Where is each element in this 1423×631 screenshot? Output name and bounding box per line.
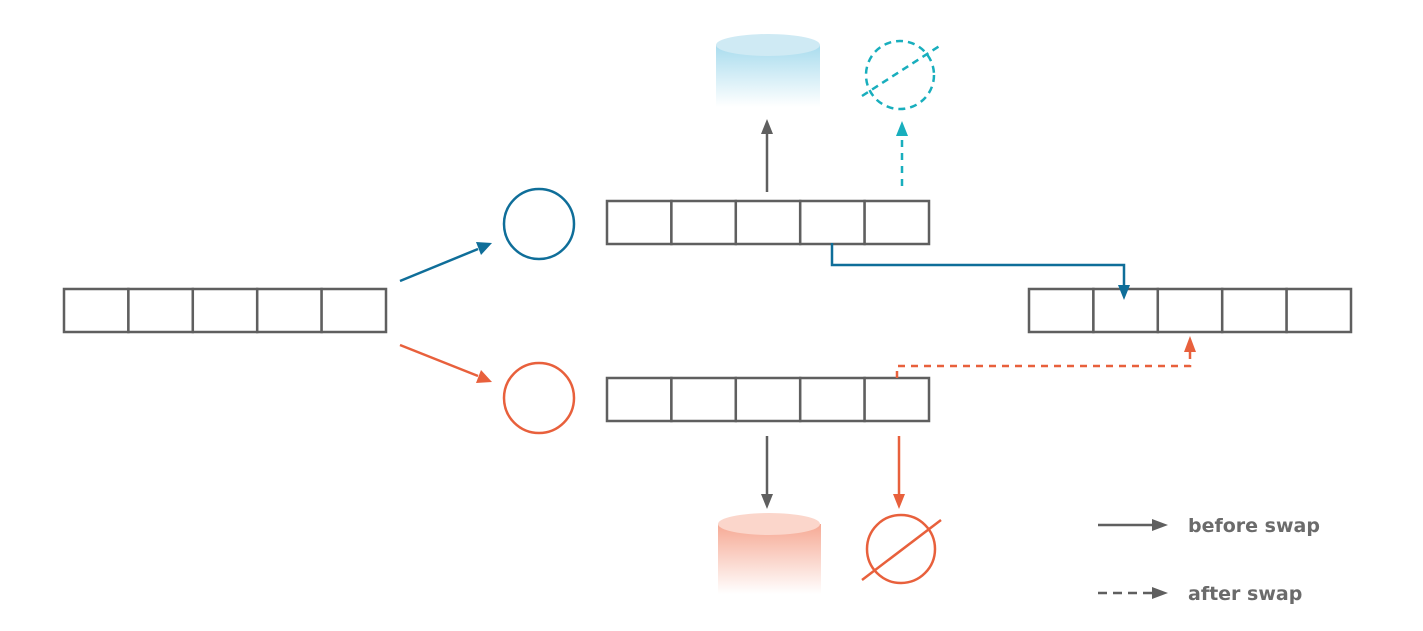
back-to-null-arrow <box>893 436 905 509</box>
buffer-cell <box>863 199 931 246</box>
legend-before-swap: before swap <box>1098 515 1320 537</box>
back-to-database-arrow <box>761 436 773 509</box>
buffer-cell <box>320 287 388 334</box>
buffer-cell <box>255 287 323 334</box>
legend-after-swap: after swap <box>1098 583 1302 605</box>
database-icon <box>718 513 821 594</box>
buffer-cell <box>798 199 866 246</box>
bottom-process-circle <box>502 361 576 435</box>
front-buffer <box>605 199 931 246</box>
null-icon <box>861 39 942 111</box>
front-to-database-arrow <box>761 119 773 192</box>
input-to-top-arrow <box>399 242 492 283</box>
legend-after-swap-label: after swap <box>1188 583 1302 605</box>
buffer-cell <box>605 199 673 246</box>
buffer-cell <box>670 376 738 423</box>
legend: before swap after swap <box>1098 515 1320 605</box>
null-icon <box>861 513 942 585</box>
top-process-circle <box>502 187 576 261</box>
front-to-null-dashed-arrow <box>896 121 908 186</box>
buffer-cell <box>1156 287 1224 334</box>
buffer-cell <box>1285 287 1353 334</box>
front-to-output-connector <box>830 243 1130 300</box>
buffer-cell <box>734 376 802 423</box>
buffer-cell <box>863 376 931 423</box>
input-to-bottom-arrow <box>399 343 492 383</box>
buffer-cell <box>1027 287 1095 334</box>
buffer-cell <box>127 287 195 334</box>
back-buffer <box>605 376 931 423</box>
buffer-cell <box>1092 287 1160 334</box>
buffer-cell <box>798 376 866 423</box>
buffer-cell <box>605 376 673 423</box>
legend-before-swap-label: before swap <box>1188 515 1320 537</box>
buffer-cell <box>191 287 259 334</box>
buffer-cell <box>734 199 802 246</box>
output-buffer <box>1027 287 1353 334</box>
input-buffer <box>62 287 388 334</box>
buffer-cell <box>670 199 738 246</box>
buffer-cell <box>1220 287 1288 334</box>
back-to-output-dashed-connector <box>895 336 1196 378</box>
database-icon <box>716 34 820 107</box>
buffer-cell <box>62 287 130 334</box>
